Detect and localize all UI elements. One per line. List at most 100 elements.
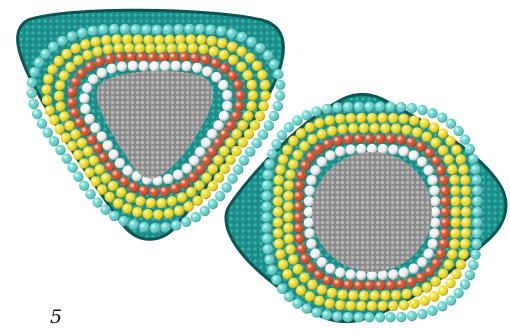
bead-highlight <box>337 124 347 134</box>
bead-highlight <box>115 158 125 168</box>
bead-highlight <box>423 165 433 175</box>
bead-highlight <box>238 120 248 130</box>
bead-highlight <box>310 165 320 175</box>
bead-highlight <box>346 144 356 154</box>
bead-highlight <box>458 249 468 259</box>
bead-highlight <box>222 101 232 111</box>
bead-highlight <box>292 115 302 125</box>
bead-highlight <box>153 209 163 219</box>
bead-highlight <box>409 115 419 125</box>
bead-highlight <box>226 120 236 130</box>
bead-highlight <box>288 278 298 288</box>
bead-highlight <box>233 164 243 174</box>
bead-highlight <box>438 145 448 155</box>
bead-highlight <box>427 175 437 185</box>
bead-highlight <box>88 74 98 84</box>
bead-highlight <box>112 34 122 44</box>
bead-highlight <box>137 52 147 62</box>
bead-highlight <box>431 137 441 147</box>
bead-highlight <box>429 228 439 238</box>
bead-highlight <box>245 147 255 157</box>
bead-highlight <box>80 126 90 136</box>
bead-highlight <box>472 175 482 185</box>
bead-highlight <box>278 259 288 269</box>
bead-highlight <box>443 154 453 164</box>
bead-highlight <box>37 118 47 128</box>
bead-highlight <box>119 216 129 226</box>
bead-highlight <box>375 312 385 322</box>
bead-highlight <box>228 55 238 65</box>
bead-highlight <box>322 104 332 114</box>
bead-highlight <box>239 155 249 165</box>
bead-highlight <box>122 203 132 213</box>
bead-highlight <box>416 141 426 151</box>
bead-highlight <box>409 263 419 273</box>
bead-highlight <box>385 312 395 322</box>
diamond-core <box>312 152 432 272</box>
bead-highlight <box>296 128 306 138</box>
bead-highlight <box>108 181 118 191</box>
bead-highlight <box>427 306 437 316</box>
bead-highlight <box>175 34 185 44</box>
bead-highlight <box>123 165 133 175</box>
bead-highlight <box>243 111 253 121</box>
bead-highlight <box>236 46 246 56</box>
bead-highlight <box>245 53 255 63</box>
bead-highlight <box>304 186 314 196</box>
bead-highlight <box>317 285 327 295</box>
bead-highlight <box>173 24 183 34</box>
bead-highlight <box>150 223 160 233</box>
bead-highlight <box>429 291 439 301</box>
bead-highlight <box>317 129 327 139</box>
bead-highlight <box>436 249 446 259</box>
bead-highlight <box>468 260 478 270</box>
bead-highlight <box>424 147 434 157</box>
bead-highlight <box>423 249 433 259</box>
bead-highlight <box>59 71 69 81</box>
bead-highlight <box>306 175 316 185</box>
bead-highlight <box>465 144 475 154</box>
bead-highlight <box>375 102 385 112</box>
bead-highlight <box>299 141 309 151</box>
bead-highlight <box>207 146 217 156</box>
bead-highlight <box>283 191 293 201</box>
bead-highlight <box>461 207 471 217</box>
bead-highlight <box>184 24 194 34</box>
bead-highlight <box>97 131 107 141</box>
bead-highlight <box>167 196 177 206</box>
bead-highlight <box>113 43 123 53</box>
bead-highlight <box>169 52 179 62</box>
bead-highlight <box>346 113 356 123</box>
bead-highlight <box>237 32 247 42</box>
bead-highlight <box>445 278 455 288</box>
bead-highlight <box>396 135 406 145</box>
bead-highlight <box>167 43 177 53</box>
bead-highlight <box>399 267 409 277</box>
bead-highlight <box>170 183 180 193</box>
bead-highlight <box>447 164 457 174</box>
bead-highlight <box>55 80 65 90</box>
bead-highlight <box>200 206 210 216</box>
bead-highlight <box>139 185 149 195</box>
bead-highlight <box>181 61 191 71</box>
bead-highlight <box>97 184 107 194</box>
bead-highlight <box>417 257 427 267</box>
bead-highlight <box>227 28 237 38</box>
bead-highlight <box>160 186 170 196</box>
bead-highlight <box>171 220 181 230</box>
bead-highlight <box>419 118 429 128</box>
bead-highlight <box>100 205 110 215</box>
bead-highlight <box>156 198 166 208</box>
bead-highlight <box>262 180 272 190</box>
bead-highlight <box>93 143 103 153</box>
bead-highlight <box>443 259 453 269</box>
bead-highlight <box>283 202 293 212</box>
bead-highlight <box>209 46 219 56</box>
bead-highlight <box>231 146 241 156</box>
bead-highlight <box>103 44 113 54</box>
bead-highlight <box>250 120 260 130</box>
bead-highlight <box>177 43 187 53</box>
bead-highlight <box>227 173 237 183</box>
bead-highlight <box>90 176 100 186</box>
bead-highlight <box>429 122 439 132</box>
